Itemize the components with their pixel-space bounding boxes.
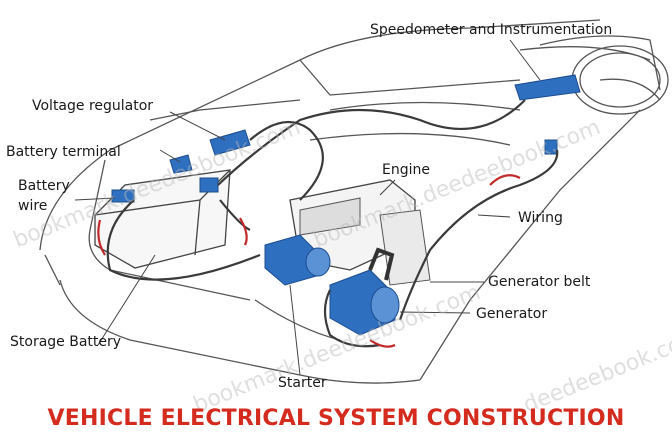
- label-battery-wire-line2: wire: [18, 198, 48, 214]
- label-storage-battery: Storage Battery: [10, 334, 122, 350]
- diagram-title: VEHICLE ELECTRICAL SYSTEM CONSTRUCTION: [47, 406, 625, 431]
- starter-drawing: [264, 234, 331, 286]
- label-battery-terminal: Battery terminal: [6, 144, 121, 160]
- car-body-outline: [39, 19, 661, 384]
- label-generator-belt: Generator belt: [488, 274, 591, 290]
- storage-battery-drawing: [94, 169, 231, 269]
- generator-drawing: [329, 247, 400, 336]
- label-speedometer: Speedometer and Instrumentation: [370, 22, 613, 38]
- label-generator: Generator: [476, 306, 548, 322]
- instrumentation-drawing: [514, 74, 581, 155]
- label-starter: Starter: [278, 375, 327, 391]
- label-voltage-regulator: Voltage regulator: [32, 98, 154, 114]
- label-battery-wire-line1: Battery: [18, 178, 70, 194]
- label-wiring: Wiring: [518, 210, 563, 226]
- label-engine: Engine: [382, 162, 430, 178]
- leader-lines: [74, 39, 541, 376]
- red-wires: [97, 174, 521, 348]
- wiring-harness: [106, 99, 559, 348]
